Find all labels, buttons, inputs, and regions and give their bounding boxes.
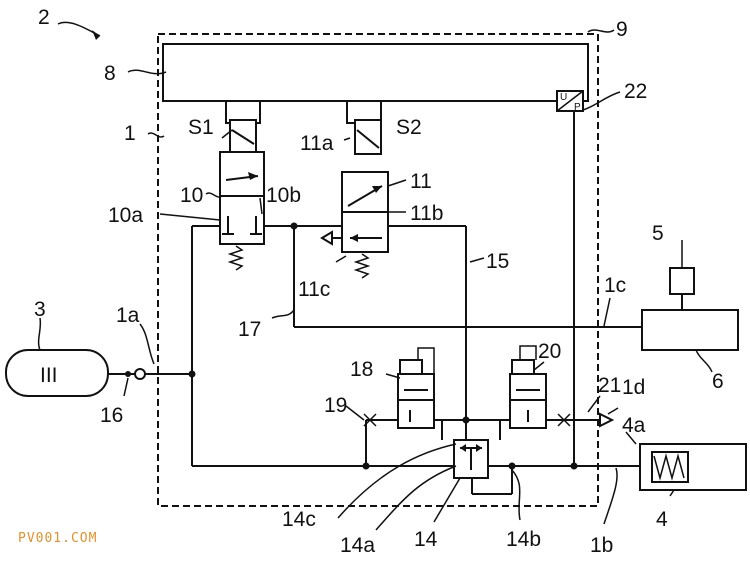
label-18: 18 (350, 358, 373, 381)
throttle-19 (363, 413, 377, 427)
valve-20 (509, 345, 547, 429)
label-3: 3 (34, 298, 46, 321)
reservoir (5, 349, 109, 397)
svg-text:U: U (560, 92, 567, 103)
label-11b: 11b (410, 202, 443, 225)
valve-10 (219, 151, 265, 271)
label-s2: S2 (396, 116, 422, 139)
throttle-21 (557, 413, 571, 427)
label-1: 1 (124, 122, 136, 145)
control-unit (162, 43, 589, 102)
label-4a: 4a (622, 414, 646, 437)
label-1b: 1b (590, 534, 613, 557)
svg-text:P: P (574, 102, 581, 113)
label-15: 15 (486, 250, 509, 273)
unit-5 (669, 267, 695, 295)
label-1d: 1d (622, 376, 645, 399)
label-s1: S1 (188, 116, 214, 139)
label-2: 2 (38, 6, 50, 29)
label-11: 11 (410, 170, 432, 193)
valve-18 (397, 347, 435, 429)
reservoir-symbol: III (40, 364, 58, 387)
label-1a: 1a (116, 304, 140, 327)
label-10a: 10a (108, 204, 143, 227)
label-21: 21 (598, 374, 621, 397)
label-9: 9 (616, 18, 628, 41)
solenoid-s1 (225, 100, 261, 153)
label-10: 10 (180, 184, 203, 207)
label-14c: 14c (282, 508, 316, 531)
label-16: 16 (100, 404, 123, 427)
label-22: 22 (624, 80, 647, 103)
actuator-4 (639, 443, 747, 491)
label-19: 19 (324, 394, 347, 417)
unit-6 (641, 309, 739, 351)
pressure-sensor: U P (556, 90, 584, 113)
label-14: 14 (414, 528, 438, 551)
label-20: 20 (538, 340, 561, 363)
valve-11 (341, 171, 389, 279)
exhaust-triangle (320, 230, 333, 246)
label-8: 8 (104, 62, 116, 85)
solenoid-s2 (346, 100, 382, 155)
label-4: 4 (656, 508, 668, 531)
label-1c: 1c (604, 274, 626, 297)
label-17: 17 (238, 318, 261, 341)
junction-dots (188, 222, 578, 470)
watermark: PV001.COM (18, 531, 97, 546)
label-14a: 14a (340, 534, 375, 557)
pneumatic-lines (107, 225, 642, 495)
leader-lines (37, 21, 713, 531)
label-6: 6 (712, 370, 724, 393)
label-14b: 14b (506, 528, 541, 551)
housing-boundary (157, 33, 599, 507)
label-5: 5 (652, 222, 664, 245)
outlet-arrow (599, 412, 615, 428)
valve-14 (453, 439, 489, 479)
label-11c: 11c (298, 278, 330, 301)
check-valve (134, 368, 146, 380)
label-11a: 11a (300, 132, 334, 155)
label-10b: 10b (266, 184, 301, 207)
